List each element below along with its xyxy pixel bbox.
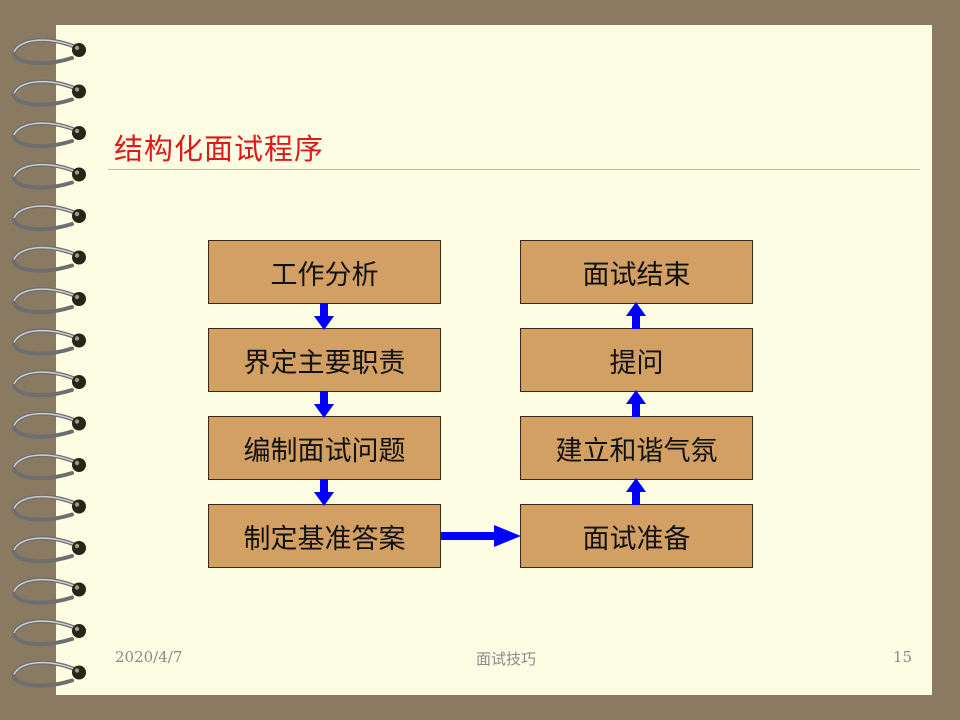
slide-title: 结构化面试程序	[114, 132, 325, 166]
arrow-down-1	[314, 303, 334, 330]
step-build-rapport: 建立和谐气氛	[520, 416, 753, 480]
binding-ring	[12, 494, 86, 522]
binding-ring	[12, 121, 86, 149]
step-benchmark-answers: 制定基准答案	[208, 504, 441, 568]
footer-page-number: 15	[893, 648, 913, 666]
binding-ring	[12, 79, 86, 107]
arrow-up-1	[626, 478, 646, 505]
arrow-up-2	[626, 390, 646, 417]
binding-ring	[12, 411, 86, 439]
binding-ring	[12, 204, 86, 232]
binding-ring	[12, 287, 86, 315]
title-divider	[108, 169, 920, 170]
binding-ring	[12, 38, 86, 66]
arrow-down-2	[314, 391, 334, 418]
binding-ring	[12, 536, 86, 564]
binding-ring	[12, 245, 86, 273]
arrow-up-3	[626, 302, 646, 329]
step-interview-prep: 面试准备	[520, 504, 753, 568]
binding-ring	[12, 370, 86, 398]
binding-ring	[12, 619, 86, 647]
step-job-analysis: 工作分析	[208, 240, 441, 304]
footer-center: 面试技巧	[476, 650, 537, 668]
step-interview-end: 面试结束	[520, 240, 753, 304]
spiral-binding	[12, 38, 86, 688]
binding-ring	[12, 660, 86, 688]
binding-ring	[12, 453, 86, 481]
binding-ring	[12, 577, 86, 605]
binding-ring	[12, 328, 86, 356]
arrow-right	[441, 525, 521, 547]
binding-ring	[12, 162, 86, 190]
arrow-down-3	[314, 479, 334, 506]
slide-page	[56, 25, 932, 695]
footer-date: 2020/4/7	[115, 648, 183, 666]
